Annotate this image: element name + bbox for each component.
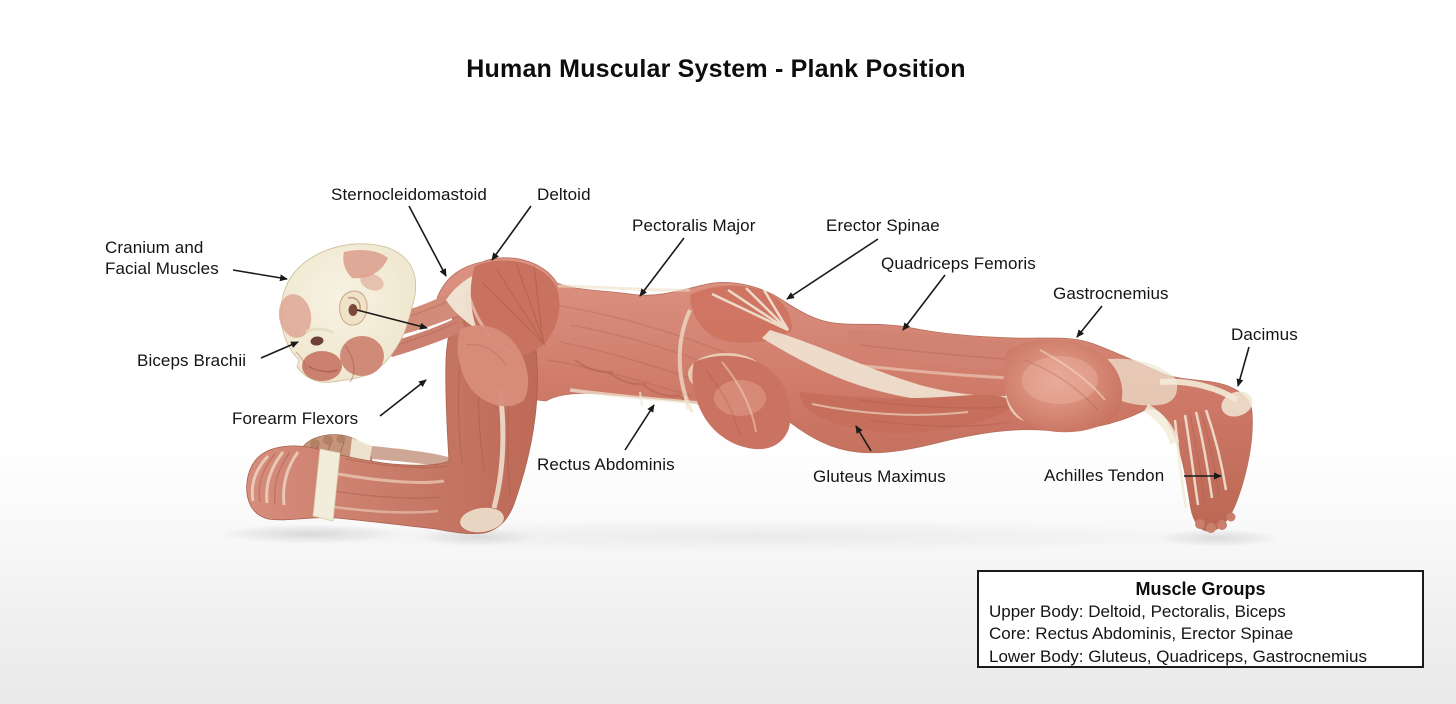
legend-title: Muscle Groups bbox=[1135, 579, 1266, 599]
label-rectus-abdominis: Rectus Abdominis bbox=[537, 455, 675, 474]
arrow-forearm-flexors bbox=[379, 379, 427, 417]
label-gastrocnemius: Gastrocnemius bbox=[1053, 284, 1169, 303]
arrow-dacimus bbox=[1236, 346, 1250, 387]
plank-figure bbox=[246, 243, 1253, 535]
arrow-pectoralis-major bbox=[639, 237, 685, 297]
legend-box: Muscle Groups Upper Body: Deltoid, Pecto… bbox=[977, 570, 1424, 668]
arrow-biceps-brachii bbox=[260, 341, 299, 359]
label-erector-spinae: Erector Spinae bbox=[826, 216, 940, 235]
legend-line-core: Core: Rectus Abdominis, Erector Spinae bbox=[989, 624, 1294, 644]
label-dacimus: Dacimus bbox=[1231, 325, 1298, 344]
legend-line-upper-body: Upper Body: Deltoid, Pectoralis, Biceps bbox=[989, 602, 1286, 621]
page-title: Human Muscular System - Plank Position bbox=[466, 55, 966, 83]
arrow-erector-spinae bbox=[786, 238, 879, 300]
label-sternocleidomastoid: Sternocleidomastoid bbox=[331, 185, 487, 204]
arrow-deltoid bbox=[491, 205, 532, 261]
legend-line-lower-body: Lower Body: Gluteus, Quadriceps, Gastroc… bbox=[989, 646, 1367, 666]
arrow-cranium-facial bbox=[232, 269, 288, 282]
arrow-rectus-abdominis bbox=[624, 404, 655, 451]
label-pectoralis-major: Pectoralis Major bbox=[632, 216, 756, 235]
label-forearm-flexors: Forearm Flexors bbox=[232, 409, 359, 428]
arrow-ear-unlabeled bbox=[356, 309, 428, 330]
label-deltoid: Deltoid bbox=[537, 185, 591, 204]
arrow-quadriceps-femoris bbox=[902, 274, 946, 331]
annotation-arrows bbox=[232, 205, 1250, 480]
label-achilles-tendon: Achilles Tendon bbox=[1044, 466, 1165, 485]
label-quadriceps-femoris: Quadriceps Femoris bbox=[881, 254, 1036, 273]
label-biceps-brachii: Biceps Brachii bbox=[137, 351, 247, 370]
arrow-gluteus-maximus bbox=[855, 425, 872, 452]
arrow-gastrocnemius bbox=[1076, 305, 1103, 338]
arrow-sternocleidomastoid bbox=[408, 205, 447, 277]
label-gluteus-maximus: Gluteus Maximus bbox=[813, 467, 946, 486]
label-cranium-facial: Cranium and Facial Muscles bbox=[105, 238, 219, 278]
